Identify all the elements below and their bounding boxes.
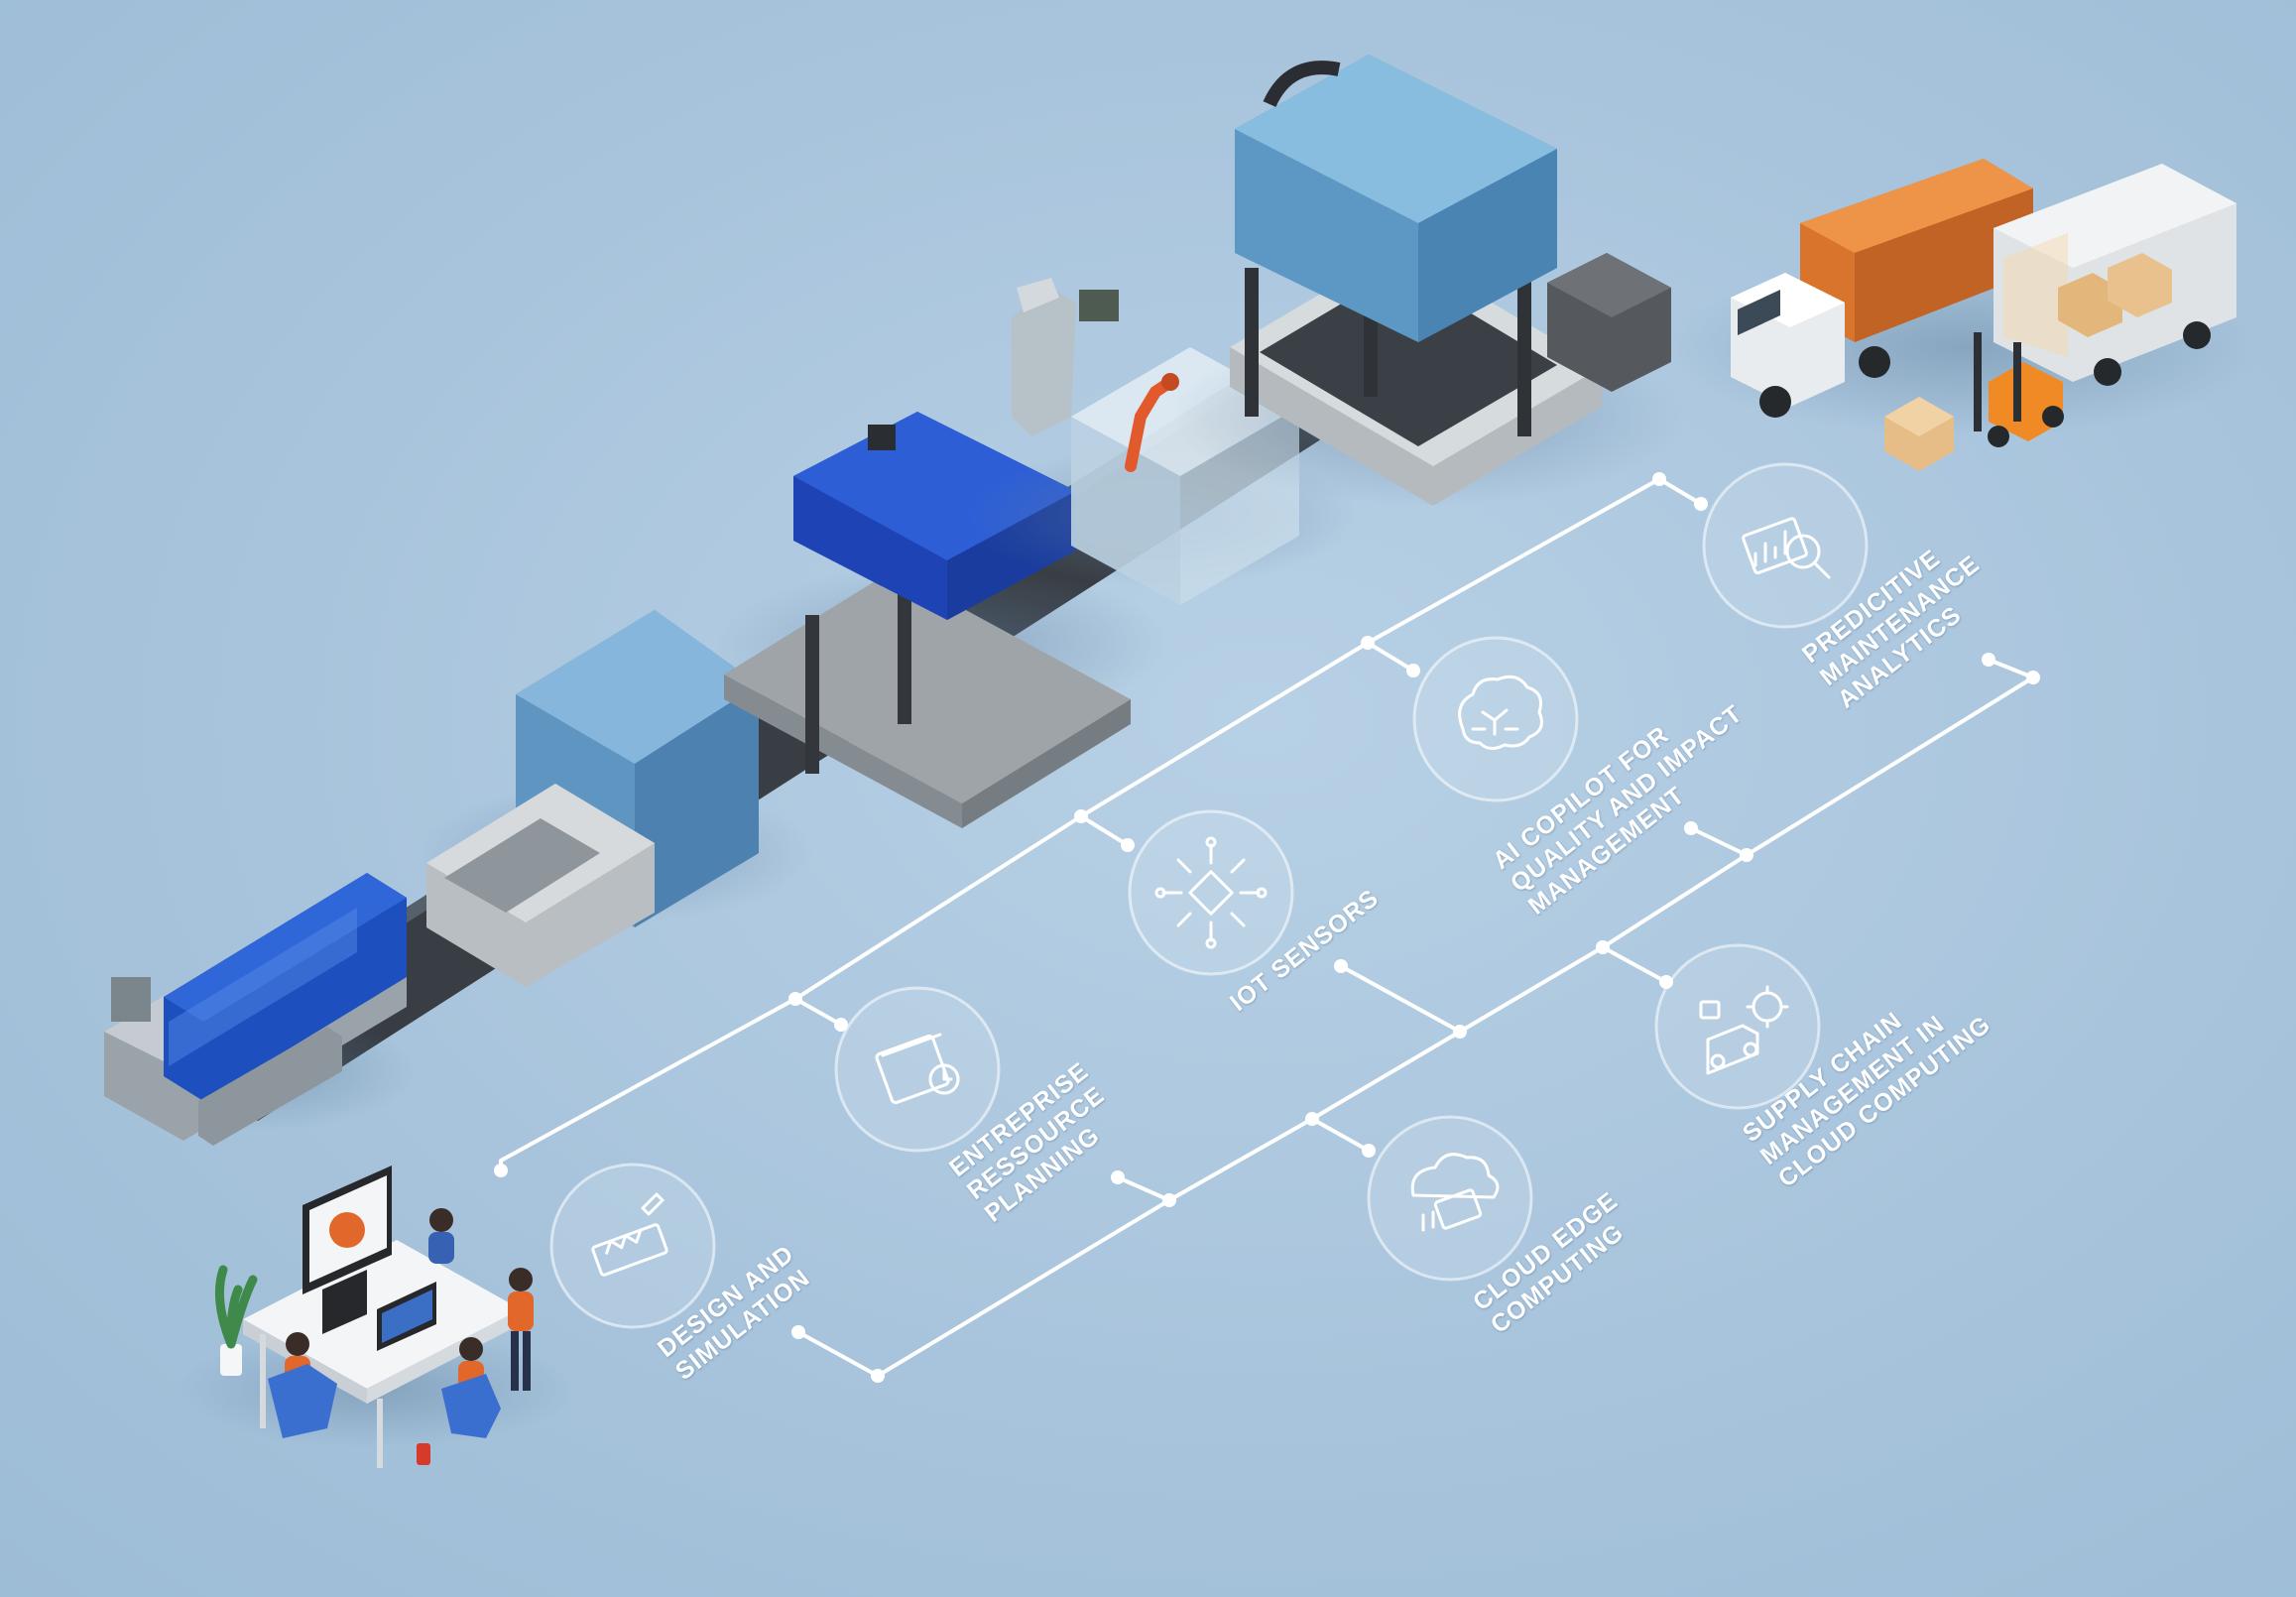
supply-chain-truck-icon bbox=[1654, 943, 1821, 1110]
feeder-machine bbox=[99, 873, 417, 1146]
design-pencil-icon bbox=[549, 1163, 716, 1329]
cloud-branch bbox=[1310, 1117, 1371, 1153]
predictive-branch bbox=[1657, 477, 1703, 506]
erp-branch bbox=[793, 997, 843, 1027]
iot-chip-icon bbox=[1128, 809, 1294, 976]
ai-branch bbox=[1366, 641, 1415, 673]
trunk-upper-line bbox=[499, 477, 1661, 1172]
iot-lower-branch bbox=[1339, 964, 1462, 1034]
ai-brain-icon bbox=[1412, 636, 1579, 802]
production-line bbox=[99, 55, 2261, 1468]
calendar-clock-icon bbox=[834, 986, 1001, 1153]
connection-dots bbox=[494, 472, 2040, 1383]
ai-lower-branch bbox=[1689, 826, 1749, 857]
cloud-edge-icon bbox=[1367, 1115, 1533, 1282]
oven-machine bbox=[417, 610, 813, 987]
large-press-machine bbox=[1170, 55, 1686, 506]
predictive-lower-branch bbox=[1987, 658, 2035, 679]
icon-badges bbox=[549, 462, 1869, 1329]
iot-branch bbox=[1079, 814, 1130, 847]
supply-branch bbox=[1601, 945, 1668, 984]
design-office bbox=[179, 1166, 575, 1468]
analytics-magnifier-icon bbox=[1702, 462, 1869, 629]
erp-lower-branch bbox=[1116, 1175, 1171, 1202]
logistics-area bbox=[1666, 159, 2261, 471]
